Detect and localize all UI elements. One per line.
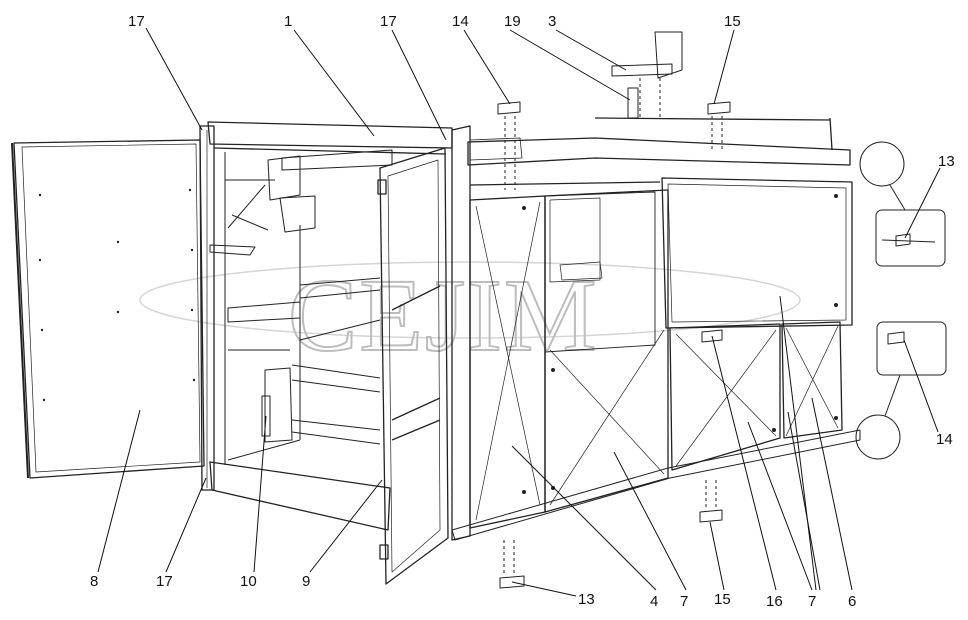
callout-13-bottom: 13 bbox=[578, 591, 595, 608]
callout-15-bottom: 15 bbox=[714, 591, 731, 608]
callout-14-top: 14 bbox=[452, 13, 469, 30]
callout-14-right: 14 bbox=[936, 431, 953, 448]
detail-14 bbox=[855, 321, 947, 460]
bracket-16 bbox=[701, 329, 723, 343]
callout-17-bottom: 17 bbox=[156, 573, 173, 590]
callout-19: 19 bbox=[504, 13, 521, 30]
callout-7-left: 7 bbox=[680, 593, 688, 610]
watermark: CEJIM bbox=[139, 257, 801, 374]
callout-10: 10 bbox=[240, 573, 257, 590]
inner-compartment bbox=[209, 149, 393, 465]
bracket-3 bbox=[611, 31, 683, 118]
bracket-15-top bbox=[707, 101, 731, 150]
callout-13-right: 13 bbox=[938, 153, 955, 170]
hinge-10 bbox=[261, 395, 271, 437]
callout-8: 8 bbox=[90, 573, 98, 590]
bracket-13-bottom bbox=[499, 540, 525, 589]
rivets bbox=[38, 188, 838, 494]
callout-4: 4 bbox=[650, 593, 658, 610]
callout-7-right: 7 bbox=[808, 593, 816, 610]
callout-3: 3 bbox=[548, 13, 556, 30]
bracket-14-top bbox=[497, 101, 521, 190]
callout-17-top-left: 17 bbox=[128, 13, 145, 30]
panel-7 bbox=[544, 189, 669, 513]
detail-13 bbox=[859, 141, 946, 267]
callout-labels: 17 1 17 14 19 3 15 13 14 8 17 10 9 13 4 … bbox=[90, 13, 955, 610]
watermark-text: CEJIM bbox=[288, 258, 598, 373]
callout-1: 1 bbox=[284, 13, 292, 30]
middle-door bbox=[377, 147, 449, 585]
callout-15-top: 15 bbox=[724, 13, 741, 30]
callout-6: 6 bbox=[848, 593, 856, 610]
callout-16: 16 bbox=[766, 593, 783, 610]
right-top-rail bbox=[467, 117, 851, 186]
panel-lower-right bbox=[669, 321, 843, 471]
right-upper-door bbox=[661, 177, 853, 329]
callout-9: 9 bbox=[302, 573, 310, 590]
bracket-19 bbox=[627, 87, 639, 119]
leader-lines bbox=[97, 27, 941, 597]
bracket-15-bottom bbox=[699, 480, 723, 523]
callout-17-top-mid: 17 bbox=[380, 13, 397, 30]
base-rail bbox=[209, 429, 861, 541]
left-door bbox=[11, 139, 205, 479]
